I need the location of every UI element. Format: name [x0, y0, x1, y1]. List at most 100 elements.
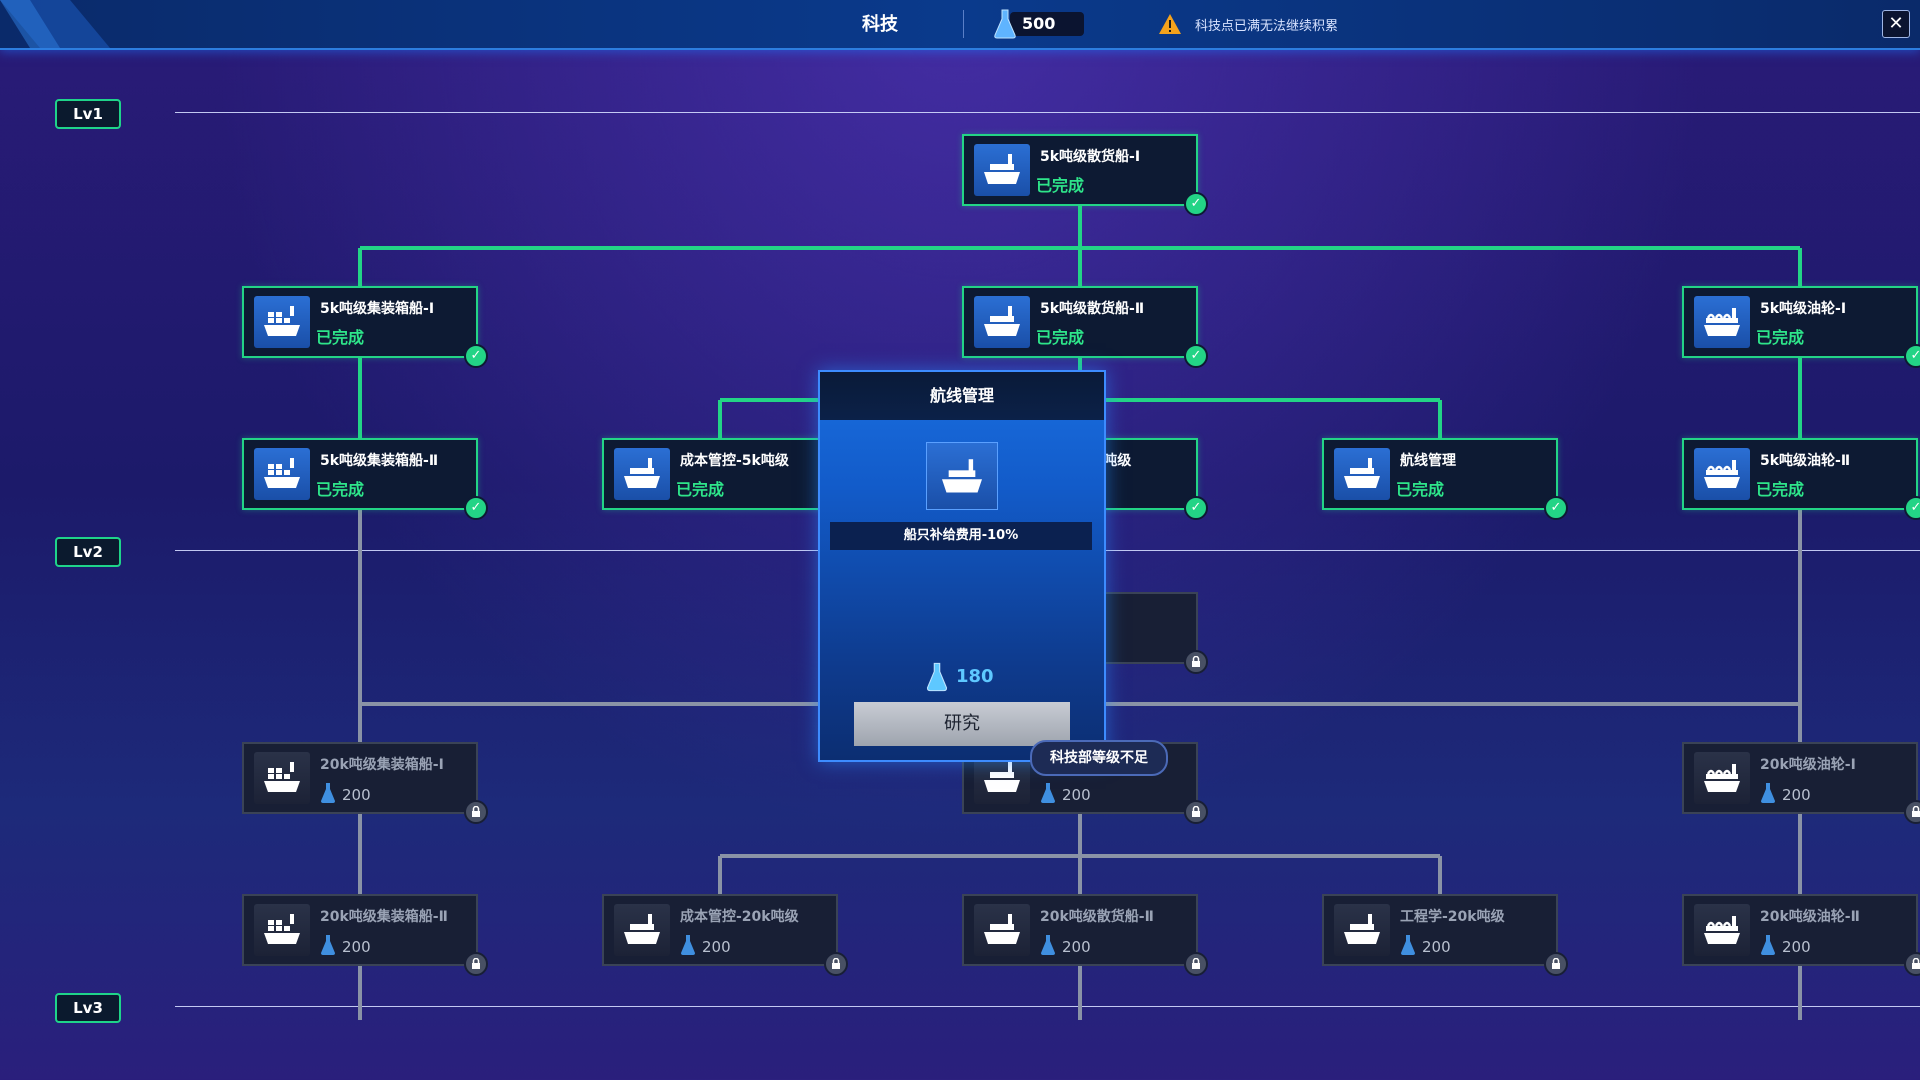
bulk-ship-icon [974, 296, 1030, 348]
warning-icon [1159, 14, 1181, 34]
tanker-icon [1694, 448, 1750, 500]
flask-icon [1761, 935, 1775, 955]
flask-icon [1401, 935, 1415, 955]
bulk-ship-icon [614, 904, 670, 956]
flask-icon [1041, 935, 1055, 955]
node-status: 已完成 [316, 328, 365, 347]
check-icon: ✓ [1184, 192, 1208, 216]
level-line-lv1 [175, 112, 1920, 113]
node-name: 成本管控-20k吨级 [680, 909, 799, 925]
tech-node-bulk-20k-2[interactable]: 20k吨级散货船-Ⅱ 200 [962, 894, 1208, 976]
tech-node-container-5k-2[interactable]: 5k吨级集装箱船-Ⅱ 已完成 ✓ [242, 438, 488, 520]
node-name: 航线管理 [1400, 453, 1456, 469]
popup-effect: 船只补给费用-10% [830, 522, 1092, 550]
check-icon: ✓ [464, 496, 488, 520]
check-icon: ✓ [1904, 496, 1920, 520]
flask-icon [994, 9, 1016, 39]
node-cost: 200 [1782, 938, 1811, 956]
tech-points-box [1010, 12, 1084, 36]
check-icon: ✓ [1904, 344, 1920, 368]
node-name: 5k吨级油轮-Ⅱ [1760, 453, 1851, 469]
node-name: 工程学-20k吨级 [1400, 909, 1505, 925]
node-cost: 200 [702, 938, 731, 956]
node-status: 已完成 [676, 480, 725, 499]
node-status: 已完成 [1756, 328, 1805, 347]
node-name: 成本管控-5k吨级 [680, 453, 789, 469]
tanker-icon [1694, 296, 1750, 348]
bulk-ship-icon [614, 448, 670, 500]
node-name: 20k吨级油轮-Ⅱ [1760, 909, 1860, 925]
node-name: 20k吨级油轮-Ⅰ [1760, 757, 1856, 773]
flask-icon [321, 935, 335, 955]
check-icon: ✓ [1184, 496, 1208, 520]
level-label-lv3: Lv3 [55, 993, 121, 1023]
node-cost: 200 [1422, 938, 1451, 956]
lock-icon [464, 952, 488, 976]
node-name: 5k吨级集装箱船-Ⅰ [320, 301, 435, 317]
tanker-icon [1694, 752, 1750, 804]
tech-node-tanker-5k-1[interactable]: 5k吨级油轮-Ⅰ 已完成 ✓ [1682, 286, 1920, 368]
lock-icon [1544, 952, 1568, 976]
node-name: 5k吨级散货船-Ⅱ [1040, 301, 1145, 317]
flask-icon [1761, 783, 1775, 803]
flask-icon [681, 935, 695, 955]
check-icon: ✓ [464, 344, 488, 368]
node-status: 已完成 [316, 480, 365, 499]
tech-node-cost-control-5k[interactable]: 成本管控-5k吨级 已完成 [602, 438, 838, 510]
flask-icon [1041, 783, 1055, 803]
tech-node-container-20k-2[interactable]: 20k吨级集装箱船-Ⅱ 200 [242, 894, 488, 976]
bulk-ship-icon [1334, 448, 1390, 500]
node-cost: 200 [1782, 786, 1811, 804]
research-button[interactable]: 研究 [854, 702, 1070, 746]
node-status: 已完成 [1756, 480, 1805, 499]
container-ship-icon [254, 448, 310, 500]
page-title: 科技 [862, 14, 898, 35]
popup-cost: 180 [956, 666, 994, 687]
tech-node-route-management[interactable]: 航线管理 已完成 ✓ [1322, 438, 1568, 520]
divider [963, 10, 964, 38]
lock-icon [1184, 650, 1208, 674]
check-icon: ✓ [1184, 344, 1208, 368]
corner-decoration [0, 0, 110, 48]
container-ship-icon [254, 296, 310, 348]
node-status: 已完成 [1396, 480, 1445, 499]
node-cost: 200 [1062, 938, 1091, 956]
node-cost: 200 [342, 786, 371, 804]
close-button[interactable]: ✕ [1882, 10, 1910, 38]
tech-node-tanker-5k-2[interactable]: 5k吨级油轮-Ⅱ 已完成 ✓ [1682, 438, 1920, 520]
tanker-icon [1694, 904, 1750, 956]
lock-icon [464, 800, 488, 824]
tech-node-container-20k-1[interactable]: 20k吨级集装箱船-Ⅰ 200 [242, 742, 488, 824]
node-name: 5k吨级散货船-Ⅰ [1040, 149, 1141, 165]
tech-node-tanker-20k-2[interactable]: 20k吨级油轮-Ⅱ 200 [1682, 894, 1920, 976]
bulk-ship-icon [974, 904, 1030, 956]
check-icon: ✓ [1544, 496, 1568, 520]
tech-node-hidden-locked[interactable] [1092, 592, 1208, 674]
node-name: 5k吨级油轮-Ⅰ [1760, 301, 1847, 317]
tech-node-bulk-5k-2[interactable]: 5k吨级散货船-Ⅱ 已完成 ✓ [962, 286, 1208, 368]
bulk-ship-icon [974, 144, 1030, 196]
node-status: 已完成 [1036, 176, 1085, 195]
level-line-lv3 [175, 1006, 1920, 1007]
lock-icon [824, 952, 848, 976]
tech-points-value: 500 [1022, 14, 1056, 33]
tech-node-bulk-5k-1[interactable]: 5k吨级散货船-Ⅰ 已完成 ✓ [962, 134, 1208, 216]
tech-node-tanker-20k-1[interactable]: 20k吨级油轮-Ⅰ 200 [1682, 742, 1920, 824]
lock-icon [1184, 952, 1208, 976]
level-label-lv2: Lv2 [55, 537, 121, 567]
bulk-ship-icon [926, 442, 998, 510]
tech-node-engineering-20k[interactable]: 工程学-20k吨级 200 [1322, 894, 1568, 976]
lock-icon [1184, 800, 1208, 824]
flask-icon [321, 783, 335, 803]
tech-node-cost-control-20k[interactable]: 成本管控-20k吨级 200 [602, 894, 848, 976]
node-name: 20k吨级集装箱船-Ⅱ [320, 909, 448, 925]
tech-node-container-5k-1[interactable]: 5k吨级集装箱船-Ⅰ 已完成 ✓ [242, 286, 488, 368]
lock-icon [1904, 952, 1920, 976]
node-cost: 200 [1062, 786, 1091, 804]
container-ship-icon [254, 904, 310, 956]
node-cost: 200 [342, 938, 371, 956]
popup-title: 航线管理 [820, 372, 1104, 420]
level-label-lv1: Lv1 [55, 99, 121, 129]
warning-text: 科技点已满无法继续积累 [1195, 19, 1339, 34]
top-bar: 科技 500 科技点已满无法继续积累 ✕ [0, 0, 1920, 50]
